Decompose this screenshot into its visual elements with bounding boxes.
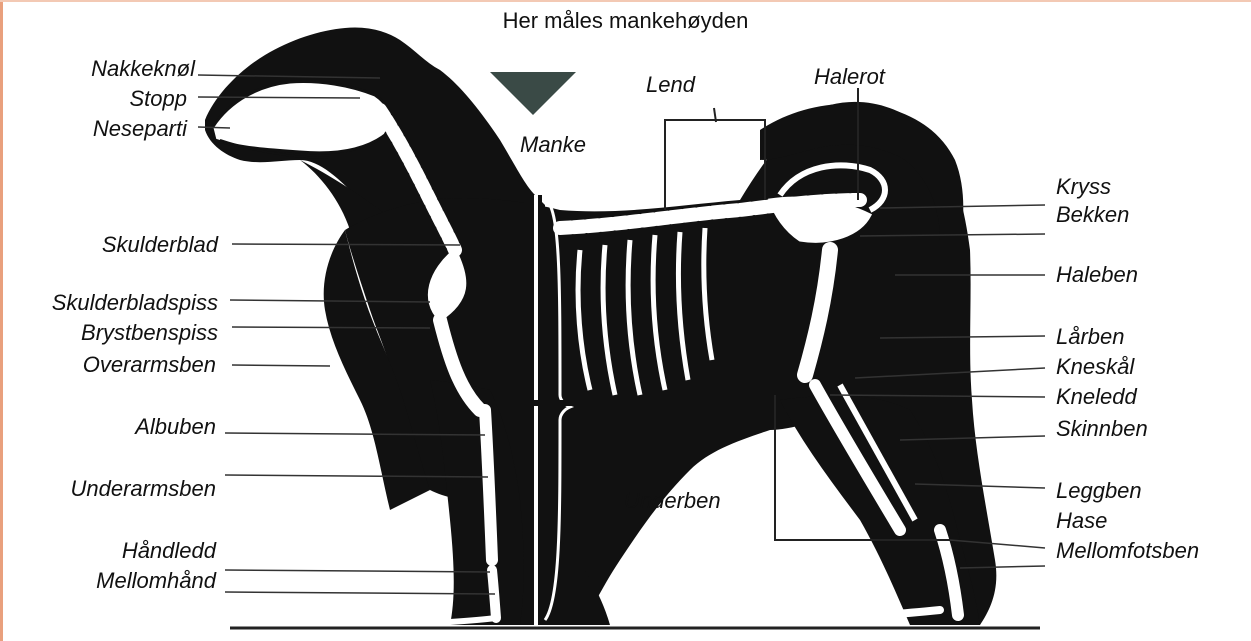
label-nakkeknol: Nakkeknøl: [40, 56, 195, 82]
label-neseparti: Neseparti: [40, 116, 187, 142]
label-kryss: Kryss: [1056, 174, 1111, 200]
label-mellomhand: Mellomhånd: [10, 568, 216, 594]
label-manke: Manke: [520, 132, 586, 158]
label-overarmsben: Overarmsben: [10, 352, 216, 378]
label-brystbenspiss: Brystbenspiss: [10, 320, 218, 346]
label-bekken: Bekken: [1056, 202, 1129, 228]
label-underben: Underben: [624, 488, 721, 514]
label-hase: Hase: [1056, 508, 1107, 534]
label-kneledd: Kneledd: [1056, 384, 1137, 410]
label-haleben: Haleben: [1056, 262, 1138, 288]
label-leggben: Leggben: [1056, 478, 1142, 504]
label-handledd: Håndledd: [10, 538, 216, 564]
diagram-title: Her måles mankehøyden: [0, 8, 1251, 34]
label-stopp: Stopp: [40, 86, 187, 112]
label-skulderbladspiss: Skulderbladspiss: [10, 290, 218, 316]
label-halerot: Halerot: [814, 64, 885, 90]
label-skinnben: Skinnben: [1056, 416, 1148, 442]
label-kneskal: Kneskål: [1056, 354, 1134, 380]
label-larben: Lårben: [1056, 324, 1125, 350]
label-mellomfotsben: Mellomfotsben: [1056, 538, 1199, 564]
label-underarmsben: Underarmsben: [10, 476, 216, 502]
label-albuben: Albuben: [10, 414, 216, 440]
label-skulderblad: Skulderblad: [40, 232, 218, 258]
label-lend: Lend: [646, 72, 695, 98]
wither-marker: [490, 72, 576, 115]
